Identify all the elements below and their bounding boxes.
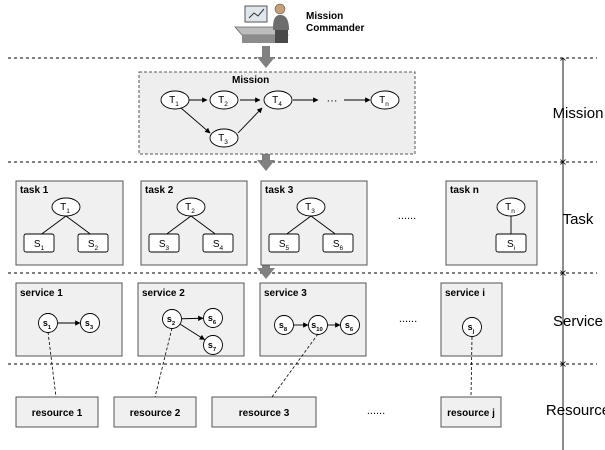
mission-node-t3-shape <box>209 128 239 148</box>
service-node-label: s3 <box>85 318 94 331</box>
resource-ellipsis: ...... <box>367 405 385 417</box>
task-root-node-label: T1 <box>60 202 70 215</box>
mission-ellipsis: ··· <box>327 95 338 107</box>
service-node-label: s6 <box>345 320 354 333</box>
service-node-label: sj <box>468 322 475 335</box>
task-root-node-shape <box>496 197 526 217</box>
flow-arrows <box>257 46 275 279</box>
service-ref-box <box>268 233 300 253</box>
service-title: service i <box>445 288 485 299</box>
service-ref-box <box>495 233 527 253</box>
resource-label: resource 2 <box>130 408 181 419</box>
resource-link <box>271 333 319 398</box>
task-root-node-shape <box>296 197 326 217</box>
mission-node-t1-shape <box>160 90 190 110</box>
down-arrow-icon <box>257 150 275 171</box>
mission-node-tn-label: Tn <box>379 95 389 108</box>
mission-node-t4-shape <box>263 90 293 110</box>
layer-label-task: Task <box>563 211 594 228</box>
resource-link <box>470 336 473 398</box>
task-title: task 1 <box>20 185 49 196</box>
service-node-label: s7 <box>208 340 216 353</box>
commander-icon <box>234 3 289 43</box>
task-title: task 2 <box>145 185 174 196</box>
service-node <box>462 317 482 337</box>
resource-label: resource j <box>447 408 495 419</box>
service-ref-label: S1 <box>34 239 45 252</box>
resource-box-4: resource j <box>440 396 502 428</box>
commander-label-line1: Mission <box>306 11 343 22</box>
task-root-node-label: Tn <box>505 202 515 215</box>
service-ref-box <box>148 233 180 253</box>
mission-node-t4-label: T4 <box>272 95 282 108</box>
task-title: task n <box>450 185 479 196</box>
service-ref-label: S6 <box>333 239 344 252</box>
resource-link <box>47 331 57 398</box>
service-ellipsis: ...... <box>399 313 417 325</box>
service-ref-box <box>77 233 109 253</box>
layer-label-mission: Mission <box>553 105 604 122</box>
mission-node-t3-label: T3 <box>218 133 228 146</box>
mission-node-t2-shape <box>209 90 239 110</box>
resource-box-1: resource 1 <box>15 396 99 428</box>
service-box-4: service i sj <box>440 282 503 357</box>
service-ref-label: S3 <box>159 239 170 252</box>
service-ref-label: S2 <box>88 239 99 252</box>
mission-box <box>138 71 416 155</box>
resource-label: resource 1 <box>32 408 83 419</box>
resource-link <box>154 327 173 398</box>
service-title: service 1 <box>20 288 63 299</box>
down-arrow-icon <box>257 258 275 279</box>
layer-dividers <box>8 57 597 365</box>
service-box-2: service 2 s2 s6 s7 <box>137 282 245 357</box>
service-node-label: s10 <box>311 320 323 333</box>
service-node <box>340 315 360 335</box>
service-ref-label: S5 <box>279 239 290 252</box>
service-box-1: service 1 s1 s3 <box>15 282 123 357</box>
commander-label-line2: Commander <box>306 23 364 34</box>
service-node <box>203 335 223 355</box>
mission-node-tn-shape <box>370 90 400 110</box>
service-node <box>203 308 223 328</box>
task-title: task 3 <box>265 185 294 196</box>
mission-box-title: Mission <box>232 75 269 86</box>
service-title: service 3 <box>264 288 307 299</box>
service-title: service 2 <box>142 288 185 299</box>
mission-node-t2-label: T2 <box>218 95 228 108</box>
task-root-node-label: T2 <box>185 202 195 215</box>
service-node-label: s1 <box>43 318 52 331</box>
resource-box-3: resource 3 <box>211 396 317 428</box>
service-node-label: s2 <box>167 314 176 327</box>
layer-label-service: Service <box>553 313 603 330</box>
service-ref-box <box>202 233 234 253</box>
service-node-label: s8 <box>279 320 288 333</box>
down-arrow-icon <box>257 46 275 68</box>
service-ref-box <box>322 233 354 253</box>
resource-box-2: resource 2 <box>113 396 197 428</box>
service-node-label: s6 <box>208 313 217 326</box>
service-node <box>274 315 294 335</box>
resource-label: resource 3 <box>239 408 290 419</box>
service-ref-label: Si <box>507 239 515 252</box>
service-ref-label: S4 <box>213 239 224 252</box>
layer-label-resource: Resource <box>546 402 605 419</box>
service-node <box>80 313 100 333</box>
mission-node-t1-label: T1 <box>169 95 179 108</box>
service-ref-box <box>23 233 55 253</box>
task-root-node-label: T3 <box>305 202 315 215</box>
service-box-3: service 3 s8 s10 s6 <box>259 282 367 357</box>
task-root-node-shape <box>51 197 81 217</box>
task-root-node-shape <box>176 197 206 217</box>
mission-edges <box>180 97 371 134</box>
task-ellipsis: ...... <box>398 210 416 222</box>
